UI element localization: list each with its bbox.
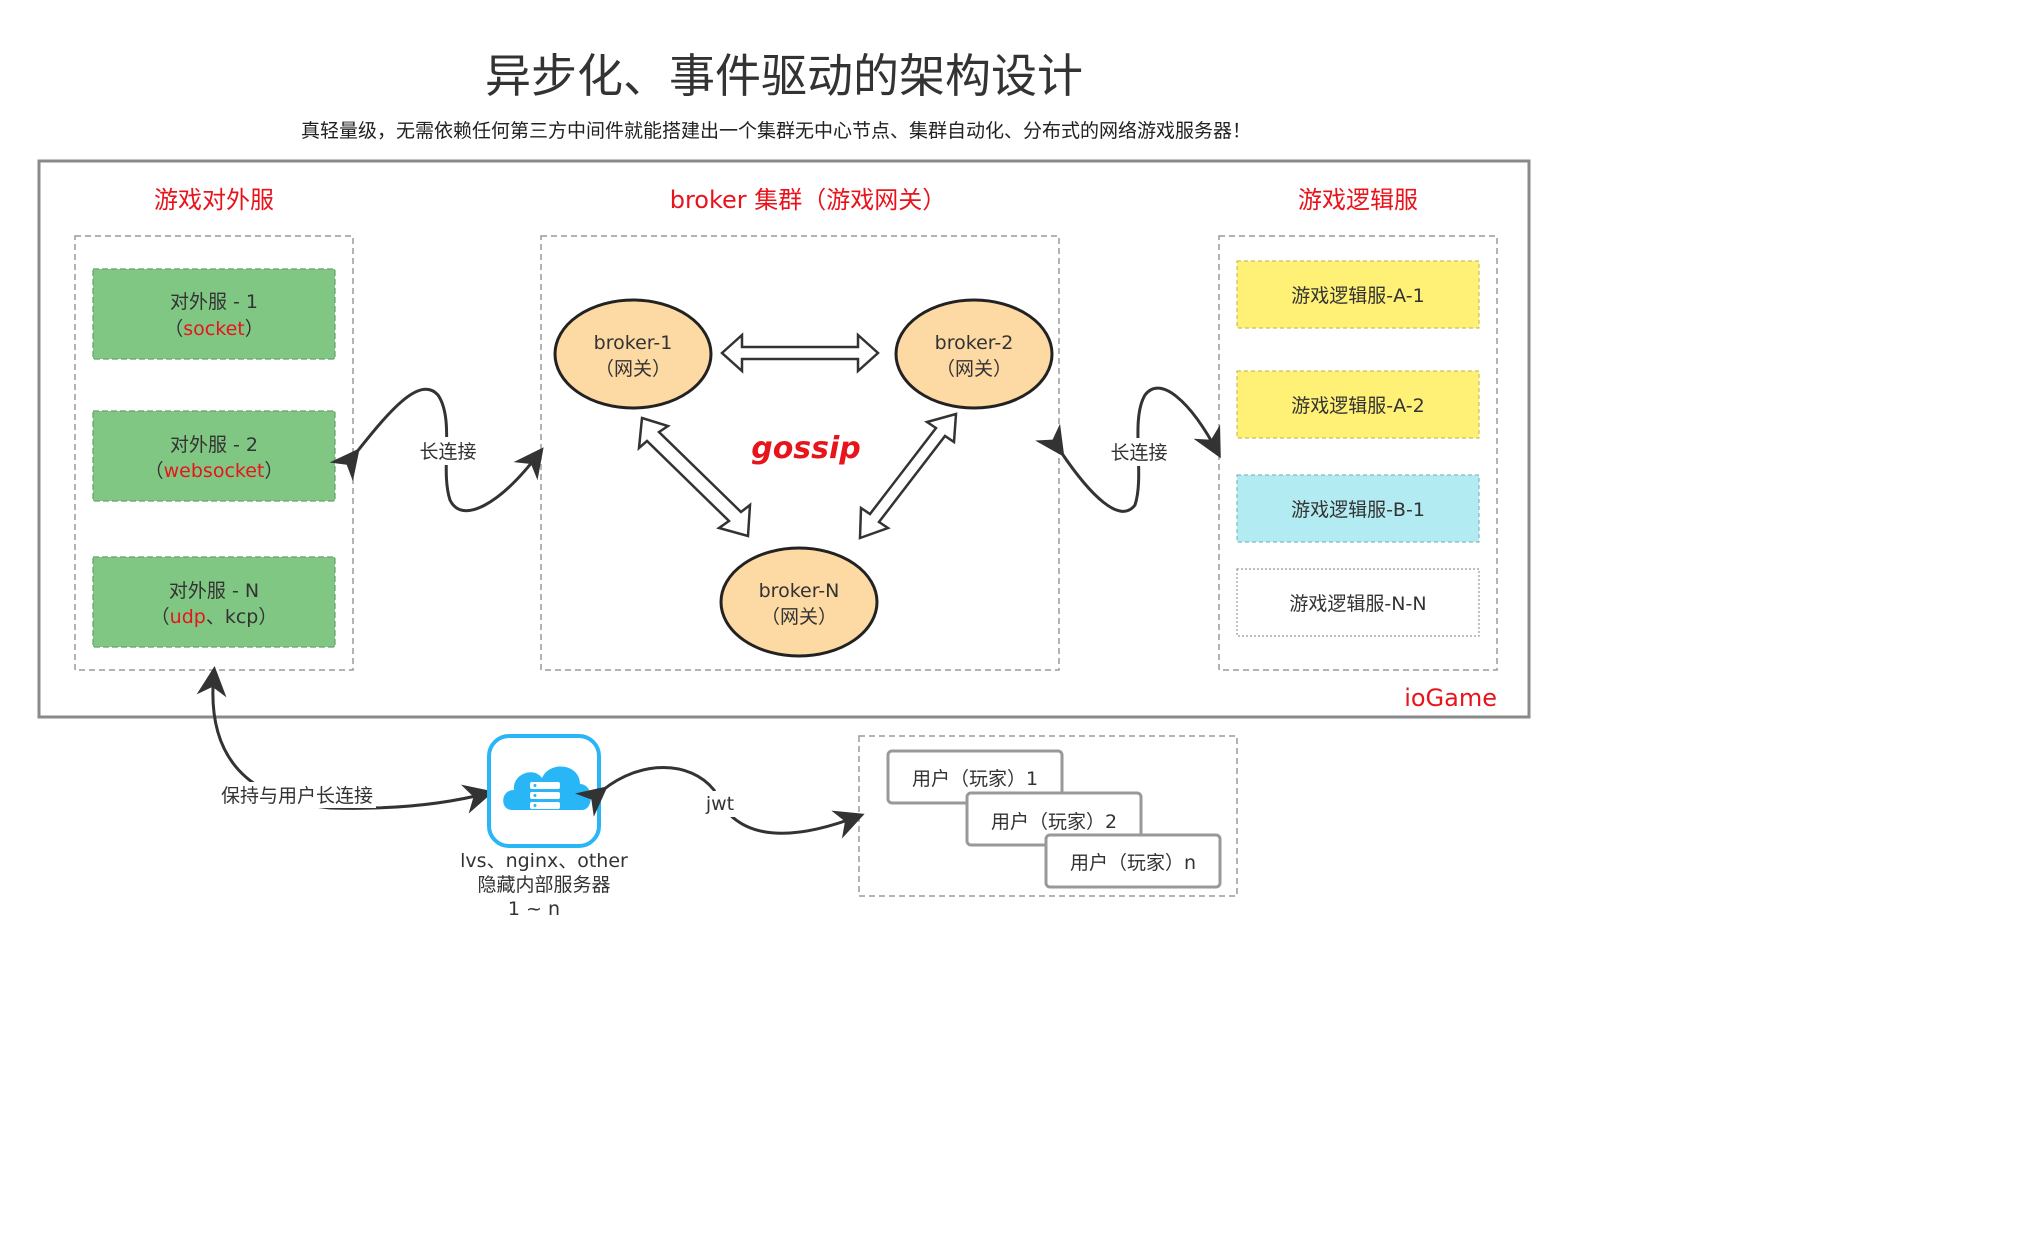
logic-server-label: 游戏逻辑服-A-2 — [1291, 395, 1424, 417]
proxy-label-line1: lvs、nginx、other — [460, 850, 628, 872]
logic-server[interactable]: 游戏逻辑服-B-1 — [1236, 474, 1480, 543]
broker-node-name: broker-2 — [935, 332, 1014, 354]
user-card[interactable]: 用户（玩家）2 — [965, 791, 1143, 847]
jwt-connector — [574, 766, 865, 839]
user-card-label: 用户（玩家）n — [1070, 852, 1196, 874]
external-server-name: 对外服 - 1 — [170, 291, 258, 313]
external-server-protocol: （udp、kcp） — [151, 606, 278, 628]
gossip-label: gossip — [751, 431, 861, 466]
cloud-server-icon[interactable] — [487, 734, 601, 848]
proxy-label-line2: 隐藏内部服务器 — [477, 874, 610, 896]
broker-link-arrow — [637, 416, 752, 538]
broker-node-name: broker-1 — [594, 332, 673, 354]
external-server[interactable]: 对外服 - 2 （websocket） — [92, 410, 336, 502]
logic-group — [1218, 235, 1498, 671]
external-server-protocol: （websocket） — [145, 460, 284, 482]
broker-node[interactable]: broker-N （网关） — [719, 546, 879, 658]
logic-server-label: 游戏逻辑服-B-1 — [1291, 499, 1425, 521]
logic-server-label: 游戏逻辑服-N-N — [1289, 593, 1426, 615]
jwt-label: jwt — [705, 793, 734, 815]
external-server[interactable]: 对外服 - N （udp、kcp） — [92, 556, 336, 648]
user-card-label: 用户（玩家）1 — [912, 768, 1038, 790]
external-server[interactable]: 对外服 - 1 （socket） — [92, 268, 336, 360]
iogame-frame — [37, 159, 1531, 719]
logic-section-title: 游戏逻辑服 — [1298, 186, 1418, 214]
external-server-name: 对外服 - N — [169, 580, 259, 602]
broker-node-name: broker-N — [759, 580, 840, 602]
user-link-label: 保持与用户长连接 — [221, 785, 373, 807]
logic-server[interactable]: 游戏逻辑服-A-1 — [1236, 260, 1480, 329]
page-title: 异步化、事件驱动的架构设计 — [485, 49, 1083, 103]
user-card[interactable]: 用户（玩家）n — [1044, 833, 1222, 889]
logic-server[interactable]: 游戏逻辑服-N-N — [1236, 568, 1480, 637]
user-card-label: 用户（玩家）2 — [991, 811, 1117, 833]
logic-server[interactable]: 游戏逻辑服-A-2 — [1236, 370, 1480, 439]
broker-node-sub: （网关） — [595, 358, 671, 380]
external-server-name: 对外服 - 2 — [170, 434, 258, 456]
left-link-label: 长连接 — [419, 441, 476, 463]
broker-section-title: broker 集群（游戏网关） — [670, 186, 947, 214]
broker-node[interactable]: broker-2 （网关） — [894, 298, 1054, 410]
external-server-protocol: （socket） — [164, 318, 263, 340]
right-link-label: 长连接 — [1110, 442, 1167, 464]
logic-server-label: 游戏逻辑服-A-1 — [1291, 285, 1424, 307]
broker-node-sub: （网关） — [761, 606, 837, 628]
user-link-connector — [329, 784, 494, 814]
proxy-label-line3: 1 ~ n — [508, 898, 560, 920]
broker-link-arrow — [858, 412, 958, 540]
iogame-label: ioGame — [1404, 684, 1497, 712]
page-subtitle: 真轻量级，无需依赖任何第三方中间件就能搭建出一个集群无中心节点、集群自动化、分布… — [301, 120, 1251, 142]
broker-node[interactable]: broker-1 （网关） — [553, 298, 713, 410]
user-card[interactable]: 用户（玩家）1 — [886, 749, 1064, 805]
broker-link-arrow — [720, 332, 880, 374]
broker-node-sub: （网关） — [936, 358, 1012, 380]
external-section-title: 游戏对外服 — [154, 186, 274, 214]
architecture-diagram: 异步化、事件驱动的架构设计 真轻量级，无需依赖任何第三方中间件就能搭建出一个集群… — [37, 49, 1531, 920]
